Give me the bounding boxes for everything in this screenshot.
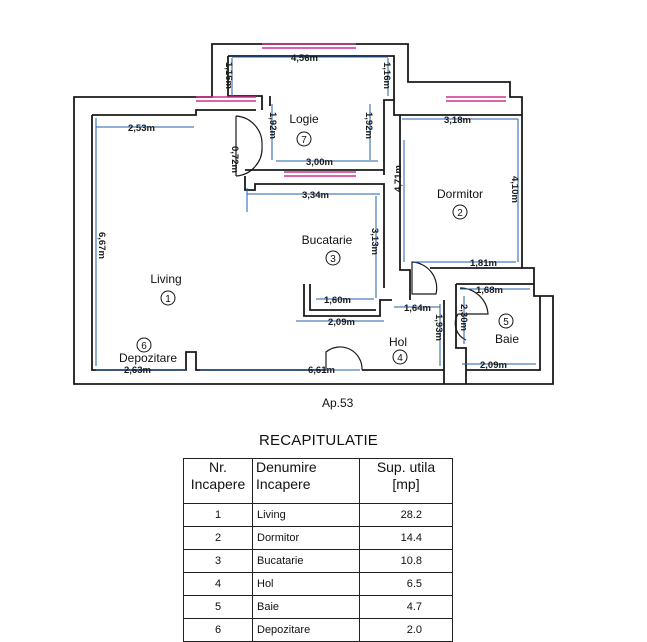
- dim-baie-top: 1,68m: [476, 285, 503, 296]
- dim-dormitor-left: 4,71m: [393, 165, 404, 192]
- dim-door-living: 0,72m: [229, 146, 240, 173]
- dim-bucatarie-top: 3,34m: [302, 190, 329, 201]
- dim-living-top: 2,53m: [128, 123, 155, 134]
- dim-living-height: 6,67m: [96, 232, 107, 259]
- room-labels: Logie 7 Dormitor 2 Bucatarie 3 Living 1 …: [119, 112, 519, 365]
- room-number-hol: 4: [397, 353, 403, 364]
- room-name-logie: Logie: [289, 112, 319, 126]
- cell-name: Living: [252, 503, 360, 527]
- room-number-living: 1: [165, 294, 171, 305]
- cell-nr: 1: [183, 503, 253, 527]
- floor-plan: 4,56m 1,16m 1,16m 2,53m 1,92m 1,92m 3,18…: [73, 43, 554, 385]
- cell-area: 2.0: [359, 618, 453, 642]
- cell-name: Dormitor: [252, 526, 360, 550]
- dim-depozitare-bottom: 2,63m: [124, 365, 151, 376]
- room-number-bucatarie: 3: [330, 254, 336, 265]
- room-number-logie: 7: [301, 135, 307, 146]
- dim-hol-height: 1,93m: [433, 314, 444, 341]
- dim-total-bottom: 6,61m: [308, 365, 335, 376]
- dim-bucatarie-niche: 1,60m: [324, 295, 351, 306]
- cell-nr: 4: [183, 572, 253, 596]
- dim-logie-left: 1,16m: [223, 62, 234, 89]
- cell-nr: 2: [183, 526, 253, 550]
- room-name-living: Living: [150, 272, 181, 286]
- windows: [196, 43, 506, 177]
- table-row: 6 Depozitare 2.0: [183, 618, 453, 642]
- dim-logie-width: 4,56m: [291, 53, 318, 64]
- dim-hol-top: 1,64m: [404, 303, 431, 314]
- room-number-dormitor: 2: [457, 208, 463, 219]
- room-name-dormitor: Dormitor: [437, 187, 483, 201]
- dim-baie-bottom: 2,09m: [480, 360, 507, 371]
- cell-name: Baie: [252, 595, 360, 619]
- cell-area: 28.2: [359, 503, 453, 527]
- cell-name: Bucatarie: [252, 549, 360, 573]
- dimension-labels: 4,56m 1,16m 1,16m 2,53m 1,92m 1,92m 3,18…: [96, 53, 520, 376]
- table-row: 4 Hol 6.5: [183, 572, 453, 596]
- table-row: 1 Living 28.2: [183, 503, 453, 527]
- table-row: 3 Bucatarie 10.8: [183, 549, 453, 573]
- cell-area: 6.5: [359, 572, 453, 596]
- dim-logie-depth-left: 1,92m: [267, 112, 278, 139]
- cell-name: Hol: [252, 572, 360, 596]
- dim-dormitor-top: 3,18m: [444, 115, 471, 126]
- dim-logie-right: 1,16m: [381, 62, 392, 89]
- room-name-depozitare: Depozitare: [119, 351, 177, 365]
- dim-bucatarie-right: 3,13m: [369, 228, 380, 255]
- room-number-baie: 5: [503, 317, 509, 328]
- cell-name: Depozitare: [252, 618, 360, 642]
- walls: [73, 43, 554, 385]
- cell-area: 14.4: [359, 526, 453, 550]
- cell-area: 10.8: [359, 549, 453, 573]
- cell-nr: 5: [183, 595, 253, 619]
- dim-dormitor-bottom: 1,81m: [470, 258, 497, 269]
- dim-dormitor-right: 4,10m: [509, 176, 520, 203]
- dimension-lines: [95, 56, 536, 371]
- dim-bucatarie-bottom: 2,09m: [328, 317, 355, 328]
- cell-nr: 6: [183, 618, 253, 642]
- dim-logie-bottom: 3,00m: [306, 157, 333, 168]
- cell-nr: 3: [183, 549, 253, 573]
- table-row: 5 Baie 4.7: [183, 595, 453, 619]
- cell-area: 4.7: [359, 595, 453, 619]
- dim-logie-depth-right: 1,92m: [363, 112, 374, 139]
- room-number-depozitare: 6: [141, 341, 147, 352]
- room-name-baie: Baie: [495, 332, 519, 346]
- header-nr: Nr.Incapere: [183, 458, 253, 504]
- doors: [235, 115, 489, 371]
- header-sup-utila: Sup. utila[mp]: [359, 458, 453, 504]
- plan-caption: Ap.53: [322, 396, 354, 410]
- recap-title: RECAPITULATIE: [259, 432, 379, 449]
- table-row: 2 Dormitor 14.4: [183, 526, 453, 550]
- room-name-bucatarie: Bucatarie: [302, 233, 353, 247]
- room-name-hol: Hol: [389, 335, 407, 349]
- dim-baie-height: 2,30m: [458, 304, 469, 331]
